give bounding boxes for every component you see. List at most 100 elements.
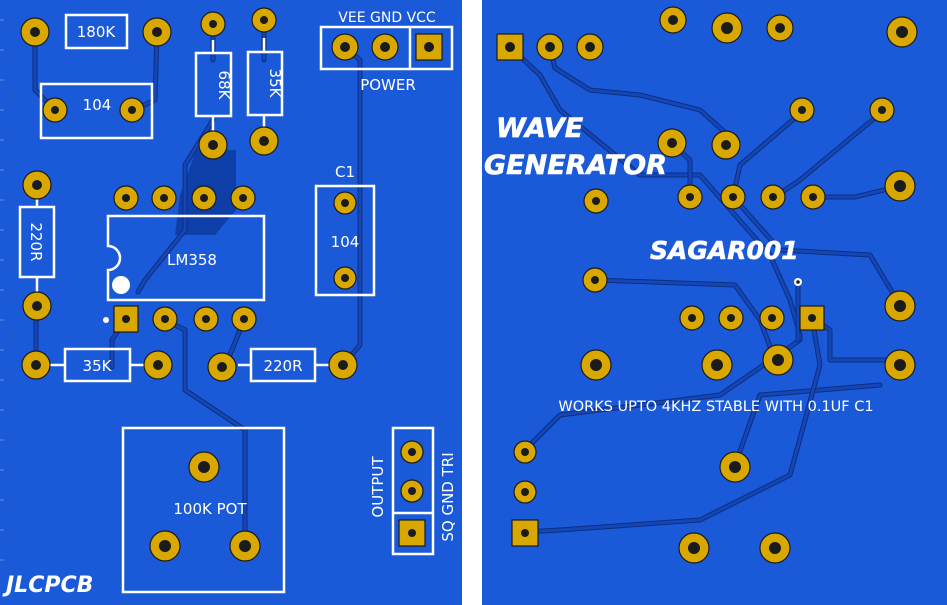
pad <box>21 350 51 380</box>
pad <box>800 184 826 210</box>
c1-value-label: 104 <box>331 233 360 251</box>
front-labels: 180K 104 68K 35K VEE GND VCC POWER C1 10… <box>2 10 457 598</box>
author-label: SAGAR001 <box>650 236 799 265</box>
pad <box>766 14 794 42</box>
front-silkscreen <box>18 13 454 594</box>
back-board: WAVE GENERATOR SAGAR001 WORKS UPTO 4KHZ … <box>482 0 947 605</box>
pad <box>151 185 177 211</box>
pad <box>884 170 916 202</box>
pad <box>759 305 785 331</box>
title-line-1: WAVE <box>496 113 584 144</box>
back-labels: WAVE GENERATOR SAGAR001 WORKS UPTO 4KHZ … <box>484 113 874 415</box>
pad <box>371 33 399 61</box>
pad <box>884 349 916 381</box>
c1-outline <box>314 184 376 297</box>
r2-label: 68K <box>215 71 233 101</box>
pad <box>20 17 50 47</box>
pad <box>398 519 426 547</box>
front-pads <box>20 7 443 562</box>
pad <box>659 6 687 34</box>
pad <box>583 188 609 214</box>
pad <box>884 290 916 322</box>
pad <box>513 480 537 504</box>
r4-label: 220R <box>27 222 45 261</box>
pad <box>328 350 358 380</box>
pot-outline <box>121 426 286 594</box>
r5-label: 35K <box>83 357 113 375</box>
pad <box>400 440 424 464</box>
pad <box>760 184 786 210</box>
pad <box>198 130 228 160</box>
board-edge-marks <box>0 19 4 561</box>
pad <box>762 344 794 376</box>
pad <box>720 184 746 210</box>
pad <box>400 479 424 503</box>
back-board-substrate <box>482 0 947 605</box>
pad <box>113 305 139 333</box>
output-header-outline <box>391 426 435 556</box>
c2-label: 104 <box>83 96 112 114</box>
pad <box>869 97 895 123</box>
pad <box>333 191 357 215</box>
power-pins-label: VEE GND VCC <box>338 10 436 26</box>
pad <box>193 306 219 332</box>
pad <box>718 305 744 331</box>
pad <box>677 184 703 210</box>
title-line-2: GENERATOR <box>484 150 667 181</box>
front-board: 180K 104 68K 35K VEE GND VCC POWER C1 10… <box>0 0 462 605</box>
pad <box>711 12 743 44</box>
pad <box>886 16 918 48</box>
ic-label: LM358 <box>167 251 217 269</box>
output-pins-label: SQ GND TRI <box>439 452 457 541</box>
r3-label: 35K <box>266 69 284 99</box>
c1-ref-label: C1 <box>335 163 355 181</box>
ic-outline <box>106 214 266 302</box>
power-header-outline <box>319 25 454 71</box>
pad <box>22 291 52 321</box>
pad <box>149 530 181 562</box>
pad <box>701 349 733 381</box>
pad <box>188 451 220 483</box>
pad <box>799 305 825 331</box>
pad <box>678 532 710 564</box>
pad <box>249 126 279 156</box>
pad <box>113 185 139 211</box>
pad <box>251 7 277 33</box>
pad <box>576 33 604 61</box>
pad <box>22 170 52 200</box>
pad <box>142 17 172 47</box>
design-note: WORKS UPTO 4KHZ STABLE WITH 0.1UF C1 <box>558 399 873 415</box>
pad <box>230 185 256 211</box>
pad <box>536 33 564 61</box>
r1-outline <box>64 13 129 50</box>
pad <box>496 33 524 61</box>
pin1-dot <box>103 317 109 323</box>
pad <box>679 305 705 331</box>
pot-label: 100K POT <box>173 500 247 518</box>
pad <box>789 97 815 123</box>
r6-label: 220R <box>263 357 302 375</box>
pad <box>229 530 261 562</box>
pad <box>191 185 217 211</box>
back-pads <box>496 6 918 564</box>
pad <box>200 11 226 37</box>
pad <box>580 349 612 381</box>
output-title: OUTPUT <box>369 456 387 518</box>
c2-outline <box>39 82 154 140</box>
pad <box>711 130 741 160</box>
jlcpcb-logo: JLCPCB <box>2 573 93 598</box>
r1-label: 180K <box>77 23 117 41</box>
ic-pin1-marker <box>112 276 130 294</box>
power-title: POWER <box>360 76 416 94</box>
pad <box>415 33 443 61</box>
pad <box>231 306 257 332</box>
pad <box>513 440 537 464</box>
pad <box>657 128 687 158</box>
pad <box>119 97 145 123</box>
pad <box>511 519 539 547</box>
pad <box>719 451 751 483</box>
pad <box>42 97 68 123</box>
pad <box>331 33 359 61</box>
pad <box>143 350 173 380</box>
pad <box>582 267 608 293</box>
